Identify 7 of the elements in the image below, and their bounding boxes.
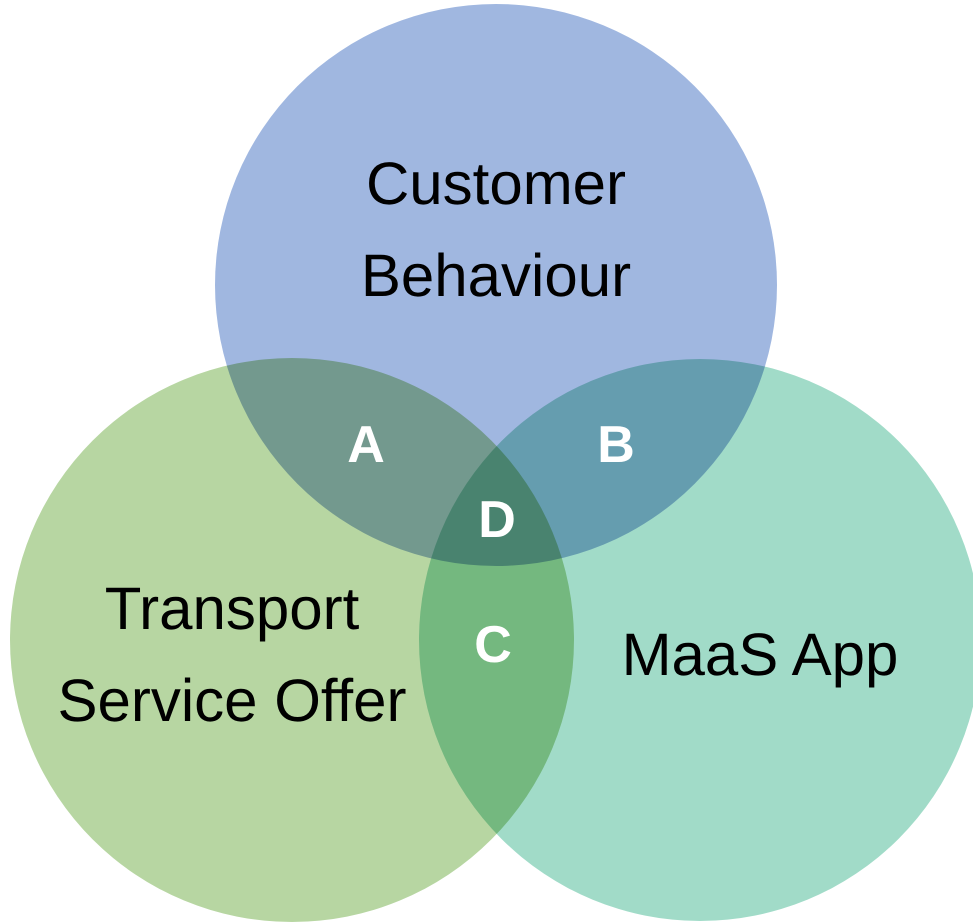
region-letter: A bbox=[347, 419, 385, 471]
region-letter: D bbox=[478, 494, 516, 546]
region-letter: B bbox=[597, 419, 635, 471]
circle-label: MaaS App bbox=[620, 620, 900, 690]
circle-label: Customer Behaviour bbox=[360, 149, 632, 311]
region-letter: C bbox=[474, 619, 512, 671]
circle-label: Transport Service Offer bbox=[56, 574, 408, 736]
